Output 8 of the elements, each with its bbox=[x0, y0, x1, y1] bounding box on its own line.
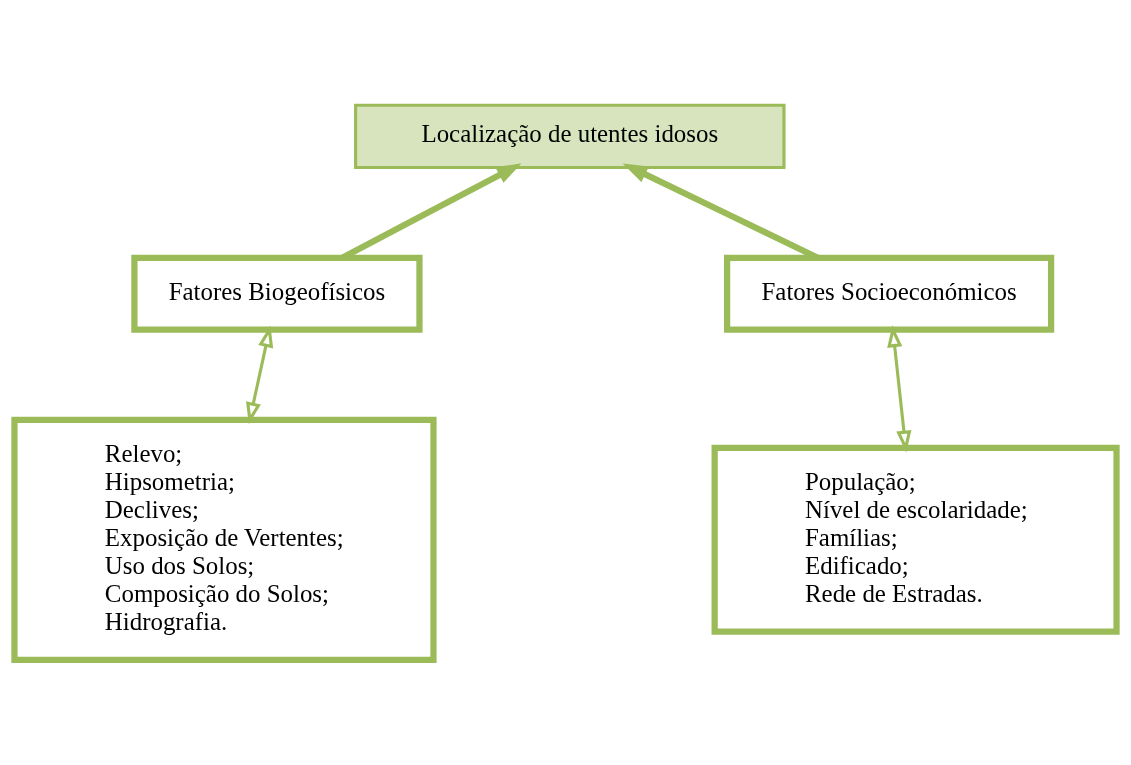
node-box: Relevo; Hipsometria; Declives; Exposição de Vertentes; Uso dos Solos; Composição do Solos; Hidrografia. bbox=[11, 416, 437, 663]
arrow bbox=[246, 325, 274, 425]
node-box: População; Nível de escolaridade; Famílias; Edificado; Rede de Estradas. bbox=[711, 444, 1120, 635]
node-box: Localização de utentes idosos bbox=[354, 103, 786, 170]
arrow bbox=[622, 163, 820, 261]
node-box: Fatores Biogeofísicos bbox=[131, 254, 423, 333]
arrow bbox=[887, 325, 912, 453]
node-box: Fatores Socioeconómicos bbox=[724, 254, 1055, 333]
